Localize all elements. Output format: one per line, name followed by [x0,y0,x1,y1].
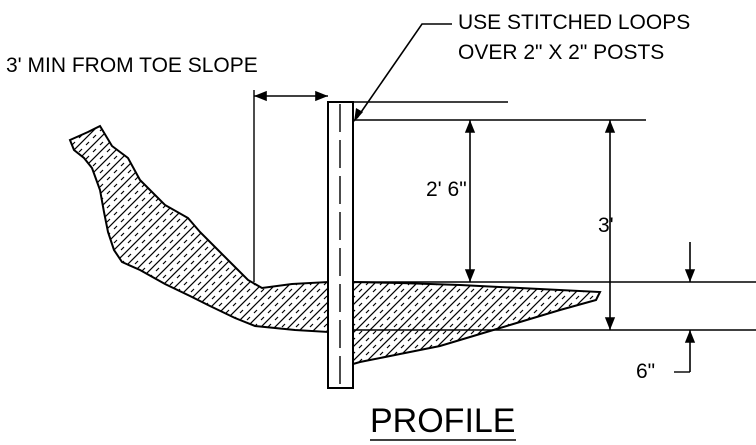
soil-fill-right [352,280,602,366]
dim-3ft-label: 3' [598,214,614,237]
soil-slope-section [68,124,329,334]
callout-text-line1: USE STITCHED LOOPS [458,11,690,34]
dim-2ft6-label: 2' 6" [426,178,467,201]
dim-6in-label: 6" [636,360,655,383]
toe-offset-label: 3' MIN FROM TOE SLOPE [6,54,258,77]
callout-arrowhead [354,108,363,122]
callout-leader [356,23,452,119]
callout-text-line2: OVER 2" X 2" POSTS [458,41,664,64]
profile-title: PROFILE [370,402,515,440]
